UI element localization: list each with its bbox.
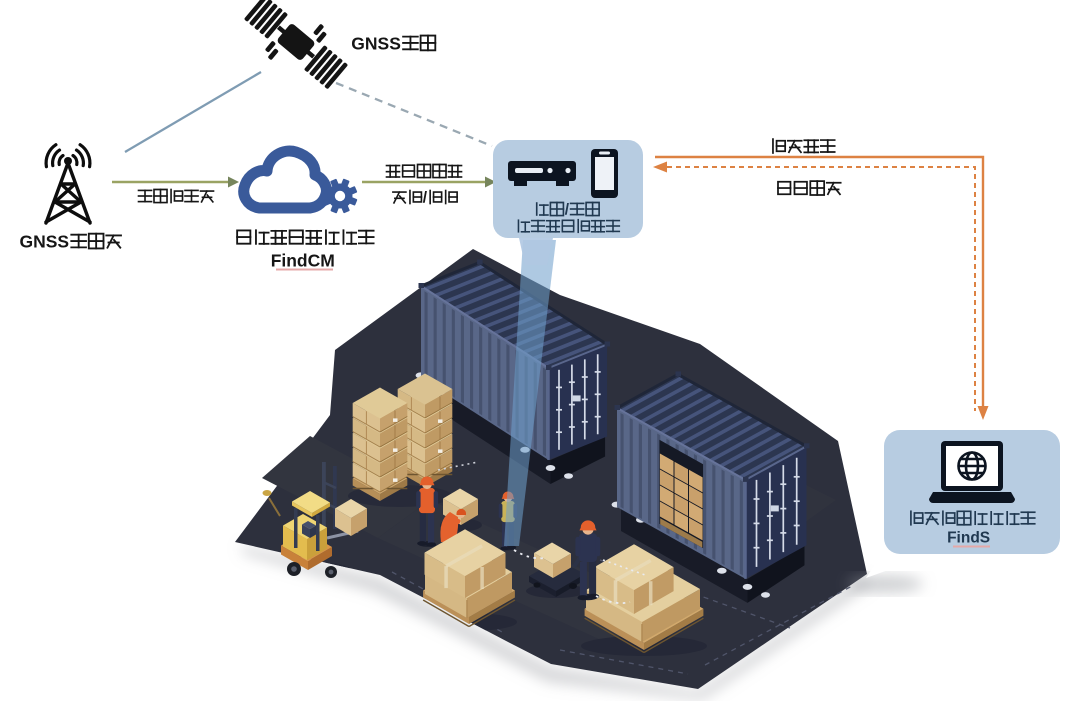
svg-text:FindCM: FindCM <box>271 250 335 270</box>
svg-text:/: / <box>565 202 570 219</box>
svg-text:GNSS: GNSS <box>20 231 70 251</box>
svg-text:FindS: FindS <box>947 530 990 547</box>
svg-text:GNSS: GNSS <box>351 33 401 53</box>
svg-text:/: / <box>423 190 428 207</box>
